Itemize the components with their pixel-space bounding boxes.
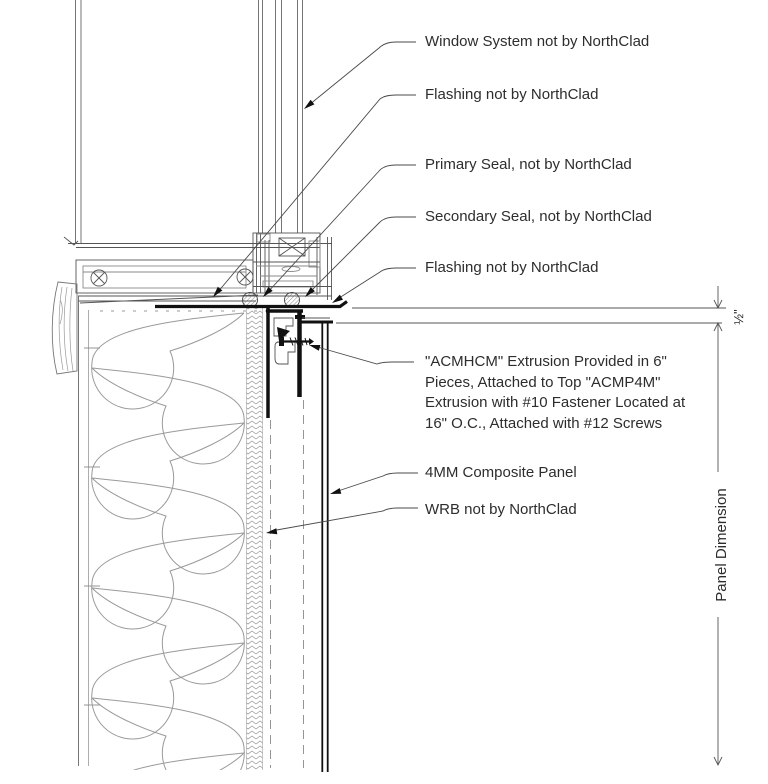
seal-gaskets <box>242 292 300 308</box>
acm-extrusion-assembly <box>266 307 330 418</box>
callout-secondary-seal: Secondary Seal, not by NorthClad <box>425 208 652 225</box>
leader-extrusion-note <box>313 345 414 365</box>
glazing-spacer-box <box>278 237 306 257</box>
leader-window-system <box>308 41 416 106</box>
leader-arrowheads <box>213 99 343 535</box>
callout-flashing-lower: Flashing not by NorthClad <box>425 259 599 276</box>
setting-block <box>262 280 314 288</box>
frame-corner-tick <box>63 236 79 246</box>
wall-lines <box>78 296 100 766</box>
dimension-text-half-inch: ½" <box>731 309 746 325</box>
insulation-batt <box>91 312 245 770</box>
leader-flashing-lower <box>335 267 416 301</box>
leader-flashing-top <box>216 94 416 294</box>
callout-flashing-top: Flashing not by NorthClad <box>425 86 599 103</box>
callout-composite-panel: 4MM Composite Panel <box>425 464 577 481</box>
wood-blocking <box>51 281 78 375</box>
clip-extrusion-upper <box>273 317 294 337</box>
window-system-lines <box>75 0 303 244</box>
sloped-sill-flashing-line <box>79 294 259 304</box>
leader-lines <box>216 41 418 532</box>
leader-composite-panel <box>334 472 418 493</box>
sheathing-hatch <box>246 308 263 770</box>
dimension-half-inch <box>336 286 726 332</box>
fastener-screw-icon <box>279 337 314 346</box>
window-frame <box>63 232 332 312</box>
composite-panel-line <box>300 320 333 772</box>
callout-primary-seal: Primary Seal, not by NorthClad <box>425 156 632 173</box>
flashing-line <box>155 300 348 309</box>
wrb-dashed-lines <box>270 400 304 768</box>
leader-primary-seal <box>266 164 416 294</box>
screw-icon <box>90 268 254 287</box>
callout-extrusion-note: "ACMHCM" Extrusion Provided in 6" Pieces… <box>425 353 686 432</box>
callout-window-system: Window System not by NorthClad <box>425 33 650 50</box>
dimension-panel <box>713 323 723 767</box>
leader-secondary-seal <box>308 216 416 294</box>
leader-wrb <box>270 507 418 532</box>
callout-wrb: WRB not by NorthClad <box>425 501 577 518</box>
clip-extrusion-lower <box>274 341 296 365</box>
dimension-text-panel: Panel Dimension <box>713 488 730 602</box>
